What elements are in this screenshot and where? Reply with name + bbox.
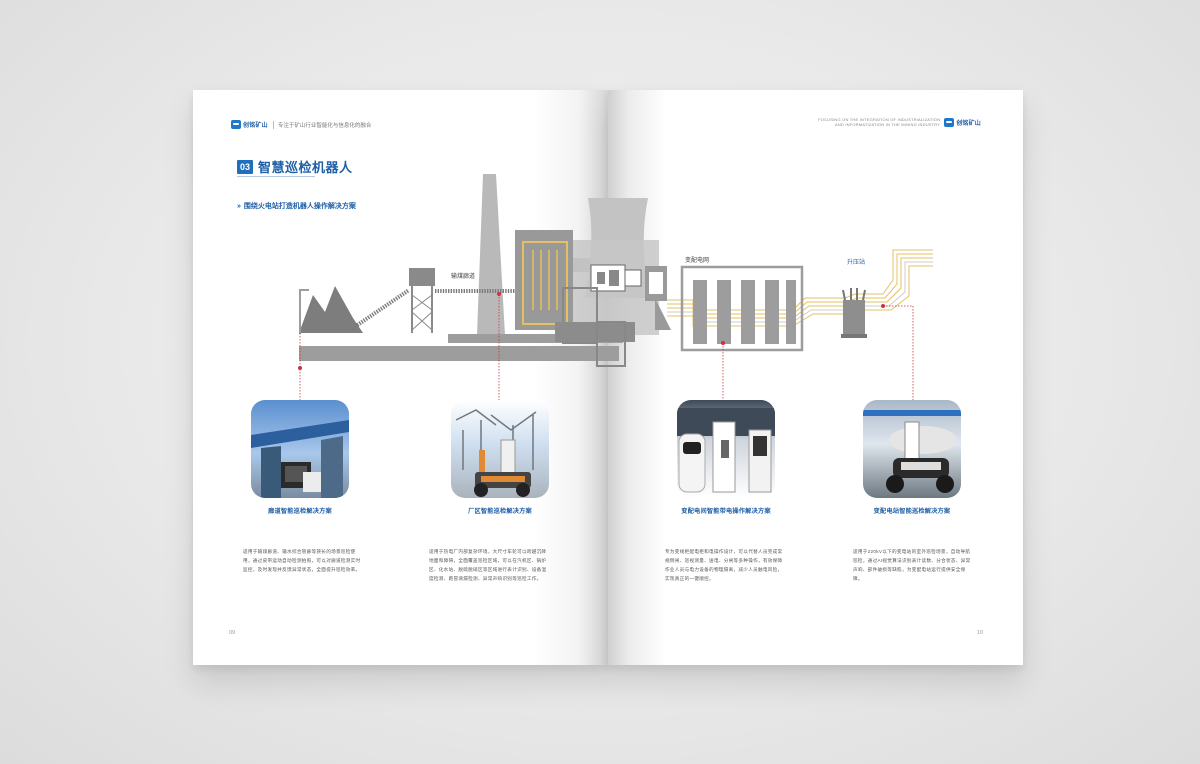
card-title: 厂区智能巡检解决方案: [468, 508, 532, 515]
substation-cabinet: [717, 280, 731, 344]
brand-logo-text: 创铭矿山: [956, 120, 981, 127]
substation-cabinet: [765, 280, 779, 344]
power-plant-diagram: 输煤廊道 变配电网: [298, 174, 933, 400]
coal-corridor-label: 输煤廊道: [451, 272, 475, 280]
solution-card-switchgear: 变配电间智能带电操作解决方案: [677, 400, 775, 515]
right-header: FOCUSING ON THE INTEGRATION OF INDUSTRIA…: [818, 117, 981, 127]
page-number-right: 10: [976, 630, 983, 636]
conveyor-belt-1: [351, 288, 411, 330]
substation-frame: [680, 265, 804, 352]
solution-card-corridor: 廊道智能巡检解决方案: [251, 400, 349, 515]
card-title: 廊道智能巡检解决方案: [268, 508, 332, 515]
section-number: 03: [237, 159, 254, 174]
ground-pipe-upper: [448, 334, 623, 343]
chimney: [477, 174, 505, 335]
section-heading: 03 智慧巡检机器人: [237, 157, 353, 176]
card-body-substation: 适用于220kV以下的变电站的室外巡检场景，自动导航巡检，通过AI视觉算法识别表…: [853, 549, 971, 581]
english-tagline: FOCUSING ON THE INTEGRATION OF INDUSTRIA…: [818, 117, 940, 127]
condenser-base: [555, 322, 635, 342]
substation-robot-photo: [863, 400, 961, 498]
generator: [624, 269, 642, 287]
leader-line-4: [883, 305, 914, 400]
transfer-tower: [409, 268, 435, 286]
section-divider: [237, 176, 315, 177]
english-tagline-line-1: FOCUSING ON THE INTEGRATION OF INDUSTRIA…: [818, 117, 941, 122]
ground-pipe: [299, 346, 619, 361]
card-title: 变配电间智能带电操作解决方案: [681, 508, 771, 515]
card-title: 变配电站智能巡检解决方案: [873, 508, 951, 515]
brand-tagline: 专注于矿山行业智能化与信息化的融合: [272, 120, 371, 129]
left-header: 创铭矿山 专注于矿山行业智能化与信息化的融合: [231, 120, 371, 129]
card-body-switchgear: 专为变线柜配电柜和电操作设计，可以代替人员完成常规倒闸、巡视测量、送电、分闸等多…: [665, 549, 783, 581]
coal-pile: [299, 286, 363, 333]
right-page: FOCUSING ON THE INTEGRATION OF INDUSTRIA…: [608, 90, 1023, 665]
turbine-unit: [590, 264, 626, 292]
brochure-spread: 创铭矿山 专注于矿山行业智能化与信息化的融合 03 智慧巡检机器人 围绕火电站打…: [193, 90, 1023, 665]
brand-logo: 创铭矿山: [231, 120, 268, 129]
solution-card-plant: 厂区智能巡检解决方案: [451, 400, 549, 515]
brand-logo-icon: [231, 120, 241, 129]
solution-card-substation: 变配电站智能巡检解决方案: [863, 400, 961, 515]
brand-logo-icon: [944, 117, 955, 127]
substation-label: 变配电网: [685, 256, 709, 264]
section-subtitle: 围绕火电站打造机器人操作解决方案: [237, 201, 356, 211]
left-page: 创铭矿山 专注于矿山行业智能化与信息化的融合 03 智慧巡检机器人 围绕火电站打…: [193, 90, 608, 665]
boiler-heating-coil: [522, 241, 568, 325]
card-body-corridor: 适用于输煤廊道、输水综合管廊等狭长的场景巡检使用，通过皮带运动自动检测拍照，可以…: [243, 549, 361, 572]
brand-logo-right: 创铭矿山: [944, 117, 981, 127]
card-body-plant: 适用于热电厂内部复杂环境，大尺寸车轮可以跨越沉降地面和障碍，全面覆盖巡检区域，可…: [429, 549, 547, 581]
english-tagline-line-2: AND INFORMATIZATION IN THE MINING INDUST…: [834, 122, 941, 127]
substation-cabinet: [786, 280, 796, 344]
section-title: 智慧巡检机器人: [258, 160, 353, 175]
switchgear-robot-photo: [677, 400, 775, 498]
substation-cabinet: [741, 280, 755, 344]
corridor-robot-photo: [251, 400, 349, 498]
substation-cabinet: [693, 280, 707, 344]
transformer: [843, 300, 865, 334]
brand-logo-text: 创铭矿山: [243, 123, 268, 129]
plant-robot-photo: [451, 400, 549, 498]
page-number-left: 09: [229, 630, 236, 636]
booster-station-label: 升压站: [847, 258, 865, 266]
